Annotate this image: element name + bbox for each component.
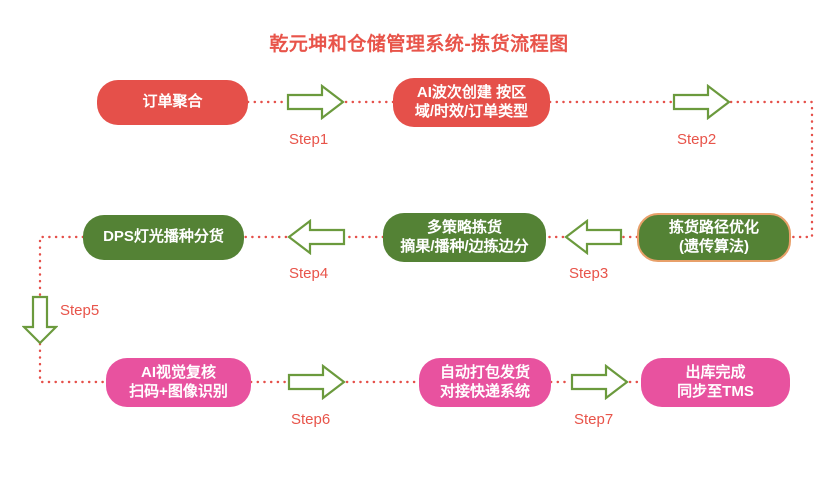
node-line: 同步至TMS (677, 382, 754, 400)
arrow-step3 (564, 219, 623, 255)
step-label-step4: Step4 (289, 265, 329, 282)
node-line: 摘果/播种/边拣边分 (400, 237, 529, 255)
wire-dps-to-step5 (38, 235, 85, 298)
step-label-step5: Step5 (60, 302, 100, 319)
node-path-optimization[interactable]: 拣货路径优化 (遗传算法) (637, 213, 791, 262)
arrow-step6 (287, 364, 346, 400)
arrow-step2 (672, 84, 731, 120)
arrow-step7 (570, 364, 629, 400)
node-label-outbound-complete: 出库完成 同步至TMS (647, 364, 784, 401)
arrow-step5 (22, 295, 58, 345)
node-ai-wave-creation[interactable]: AI波次创建 按区 域/时效/订单类型 (393, 78, 550, 127)
step-label-step7: Step7 (574, 411, 614, 428)
node-ai-visual-recheck[interactable]: AI视觉复核 扫码+图像识别 (106, 358, 251, 407)
node-line: AI波次创建 按区 (416, 84, 527, 102)
arrow-step4 (287, 219, 346, 255)
node-order-aggregation[interactable]: 订单聚合 (97, 80, 248, 125)
step-label-step6: Step6 (291, 411, 331, 428)
arrow-step1 (286, 84, 345, 120)
node-label-auto-pack-ship: 自动打包发货 对接快递系统 (425, 364, 545, 401)
node-line: 扫码+图像识别 (129, 382, 228, 400)
step-label-step3: Step3 (569, 265, 609, 282)
node-auto-pack-ship[interactable]: 自动打包发货 对接快递系统 (419, 358, 551, 407)
node-line: 自动打包发货 (439, 364, 530, 382)
wire-step5-to-visual (38, 342, 108, 384)
node-line: 对接快递系统 (439, 382, 530, 400)
node-label-path-optimization: 拣货路径优化 (遗传算法) (645, 219, 783, 256)
node-multi-strategy-pick[interactable]: 多策略拣货 摘果/播种/边拣边分 (383, 213, 546, 262)
step-label-step1: Step1 (289, 131, 329, 148)
node-label-ai-wave-creation: AI波次创建 按区 域/时效/订单类型 (399, 84, 544, 121)
node-line: 订单聚合 (142, 93, 203, 111)
node-line: AI视觉复核 (140, 364, 216, 382)
page-title: 乾元坤和仓储管理系统-拣货流程图 (269, 34, 569, 55)
node-label-ai-visual-recheck: AI视觉复核 扫码+图像识别 (112, 364, 245, 401)
node-label-multi-strategy-pick: 多策略拣货 摘果/播种/边拣边分 (389, 219, 540, 256)
node-line: 拣货路径优化 (668, 219, 759, 237)
node-line: 域/时效/订单类型 (414, 102, 529, 120)
node-line: DPS灯光播种分货 (103, 228, 224, 246)
node-line: (遗传算法) (679, 237, 749, 255)
step-label-step2: Step2 (677, 131, 717, 148)
node-label-order-aggregation: 订单聚合 (103, 93, 242, 111)
node-line: 多策略拣货 (426, 219, 502, 237)
node-line: 出库完成 (685, 364, 746, 382)
node-outbound-complete[interactable]: 出库完成 同步至TMS (641, 358, 790, 407)
node-dps-light-sorting[interactable]: DPS灯光播种分货 (83, 215, 244, 260)
node-label-dps-light-sorting: DPS灯光播种分货 (89, 228, 238, 246)
